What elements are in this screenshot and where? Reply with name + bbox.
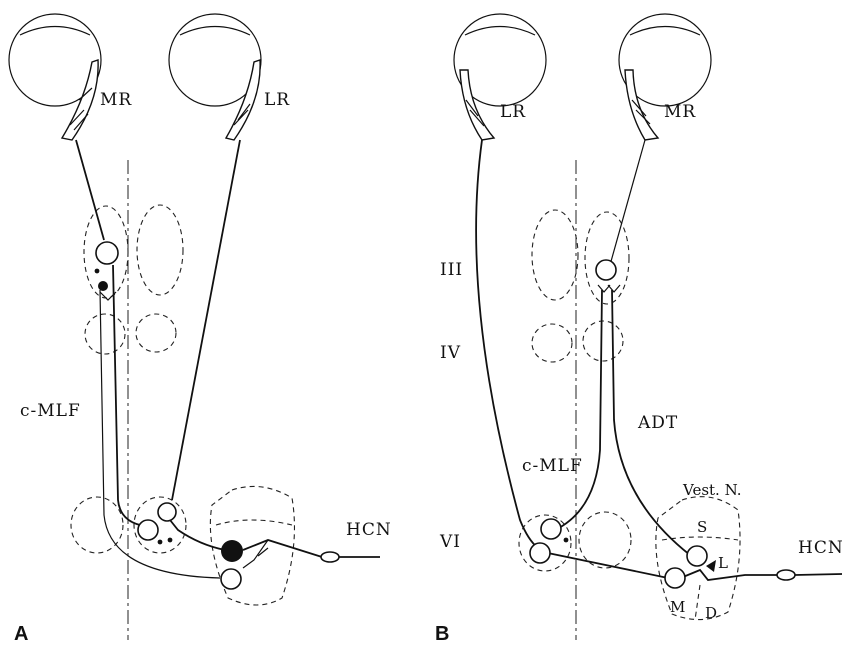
panel-b-label-vest: Vest. N. — [682, 481, 742, 499]
panel-b-label-d: D — [705, 604, 717, 622]
panel-a-oculomotor-nucleus-right — [137, 205, 183, 295]
panel-b-trochlear-nucleus-left — [532, 324, 572, 362]
panel-a-label-cmlf: c-MLF — [20, 401, 81, 421]
panel-b-label-iv: IV — [440, 343, 461, 363]
panel-b-oculomotor-nucleus-left — [532, 210, 578, 300]
panel-b-label-cmlf: c-MLF — [522, 456, 583, 476]
panel-a-trochlear-nucleus-right — [136, 314, 176, 352]
panel-b-canal-ganglion — [777, 570, 795, 580]
panel-a-oculomotor-motoneuron — [96, 242, 118, 264]
panel-a-trochlear-nucleus-left — [85, 314, 125, 354]
panel-b-letter: B — [435, 623, 449, 645]
panel-a-inhibitory-terminal — [98, 281, 108, 291]
panel-a-label-mr: MR — [100, 90, 132, 110]
panel-b: LR MR III IV VI c-MLF ADT Vest. N. S L M… — [435, 14, 842, 645]
panel-b-oculomotor-nucleus-right — [585, 212, 629, 304]
panel-a-label-lr: LR — [264, 90, 290, 110]
panel-a-inhibitory-vestibular-neuron — [221, 540, 243, 562]
panel-a-canal-ganglion — [321, 552, 339, 562]
panel-b-label-mr: MR — [664, 102, 696, 122]
panel-a-label-hcn: HCN — [346, 520, 392, 540]
panel-a: MR LR c-MLF HCN A — [9, 14, 392, 645]
panel-b-abducens-internuclear-neuron — [541, 519, 561, 539]
panel-a-medial-rectus-muscle — [62, 60, 98, 140]
panel-b-oculomotor-motoneuron — [596, 260, 616, 280]
panel-a-abducens-motoneuron — [158, 503, 176, 521]
panel-b-trochlear-nucleus-right — [583, 321, 623, 361]
panel-b-abducens-nucleus-right — [579, 512, 631, 568]
panel-a-excitatory-vestibular-neuron — [221, 569, 241, 589]
panel-b-label-hcn: HCN — [798, 538, 842, 558]
panel-b-label-vi: VI — [439, 532, 461, 552]
panel-a-letter: A — [14, 623, 28, 645]
panel-b-vestibular-neuron-l — [687, 546, 707, 566]
panel-a-abducens-internuclear-neuron — [138, 520, 158, 540]
panel-b-label-m: M — [670, 598, 685, 616]
panel-b-label-lr: LR — [500, 102, 526, 122]
panel-b-label-adt: ADT — [637, 413, 678, 433]
panel-a-lateral-rectus-muscle — [226, 60, 260, 140]
panel-b-abducens-motoneuron — [530, 543, 550, 563]
panel-b-vestibular-neuron-m — [665, 568, 685, 588]
panel-b-label-l: L — [718, 554, 728, 572]
panel-b-label-iii: III — [440, 260, 463, 280]
panel-b-label-s: S — [697, 518, 707, 536]
